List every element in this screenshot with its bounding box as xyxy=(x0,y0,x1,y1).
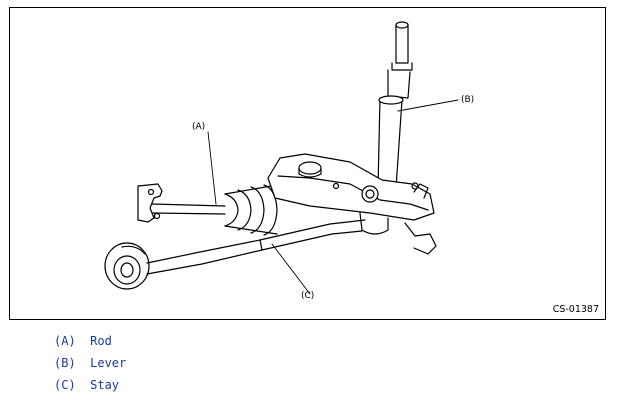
parts-legend: (A) Rod (B) Lever (C) Stay xyxy=(54,333,126,399)
callout-a: (A) xyxy=(192,122,205,132)
legend-item-lever: (B) Lever xyxy=(54,356,127,370)
rod-part xyxy=(137,183,278,236)
legend-item-stay: (C) Stay xyxy=(54,378,120,392)
callout-c: (C) xyxy=(301,291,314,301)
stay-part xyxy=(104,219,366,290)
figure-frame: (A) (B) (C) CS-01387 xyxy=(9,7,606,320)
housing-part xyxy=(267,153,437,255)
leader-lines xyxy=(207,99,459,295)
gearshift-diagram: (A) (B) (C) xyxy=(104,21,474,301)
lever-part xyxy=(377,21,413,189)
legend-item-rod: (A) Rod xyxy=(54,334,112,348)
callout-b: (B) xyxy=(461,95,474,105)
figure-code: CS-01387 xyxy=(552,304,599,315)
